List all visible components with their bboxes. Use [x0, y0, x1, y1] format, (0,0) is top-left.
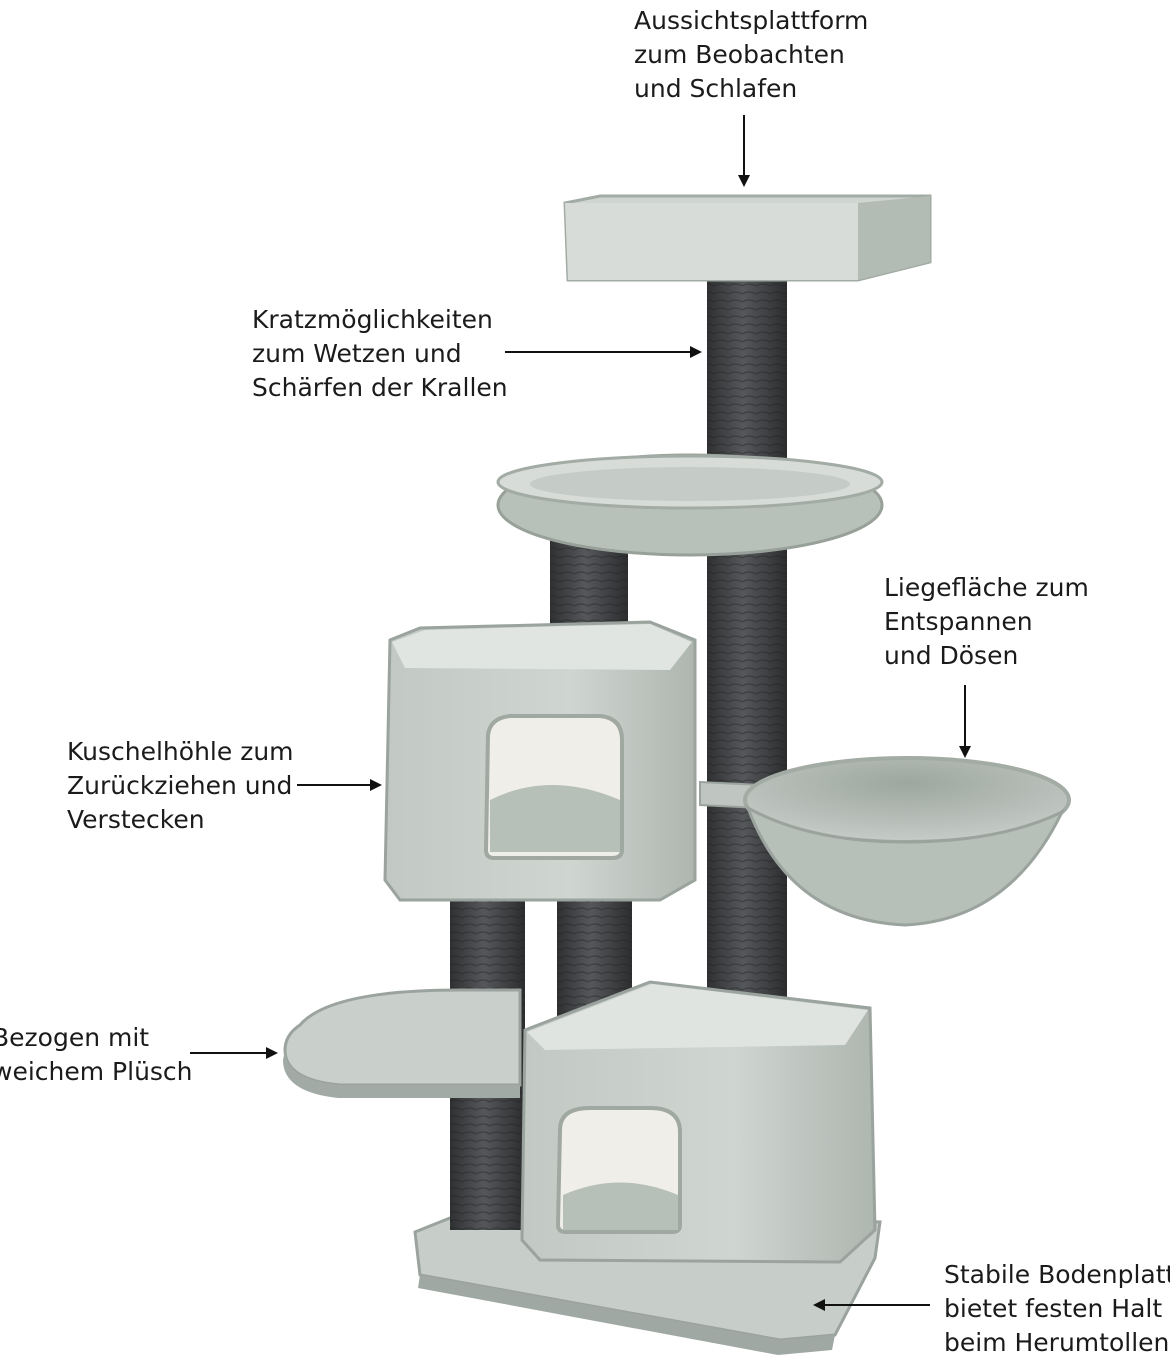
callout-scratching: Kratzmöglichkeiten zum Wetzen und Schärf…: [252, 303, 508, 405]
callout-line: Stabile Bodenplatte: [944, 1260, 1170, 1289]
callout-lying-area: Liegefläche zum Entspannen und Dösen: [884, 571, 1089, 673]
callout-base-plate: Stabile Bodenplatte bietet festen Halt b…: [944, 1258, 1170, 1360]
callout-line: Entspannen: [884, 607, 1033, 636]
callout-line: und Schlafen: [634, 74, 798, 103]
callout-line: weichem Plüsch: [0, 1057, 193, 1086]
callout-line: zum Wetzen und: [252, 339, 462, 368]
callout-line: Liegefläche zum: [884, 573, 1089, 602]
callout-viewing-platform: Aussichtsplattform zum Beobachten und Sc…: [634, 4, 868, 106]
callout-line: Bezogen mit: [0, 1023, 150, 1052]
callout-line: zum Beobachten: [634, 40, 845, 69]
viewing-platform: [563, 194, 932, 282]
callout-line: Schärfen der Krallen: [252, 373, 508, 402]
callout-line: Kuschelhöhle zum: [67, 737, 294, 766]
callout-line: Zurückziehen und: [67, 771, 293, 800]
callout-line: beim Herumtollen: [944, 1328, 1170, 1357]
callout-line: und Dösen: [884, 641, 1019, 670]
callout-line: Kratzmöglichkeiten: [252, 305, 493, 334]
scratching-post-main: [707, 270, 787, 1015]
callout-line: bietet festen Halt: [944, 1294, 1163, 1323]
cuddle-cave: [383, 620, 697, 902]
callout-cuddle-cave: Kuschelhöhle zum Zurückziehen und Verste…: [67, 735, 294, 837]
side-platform: [283, 988, 522, 1098]
callout-line: Verstecken: [67, 805, 205, 834]
callout-line: Aussichtsplattform: [634, 6, 869, 35]
callout-plush: Bezogen mit weichem Plüsch: [0, 1021, 193, 1089]
lower-cave: [520, 980, 877, 1264]
lying-bed-round: [496, 453, 884, 557]
hammock: [699, 756, 1071, 927]
